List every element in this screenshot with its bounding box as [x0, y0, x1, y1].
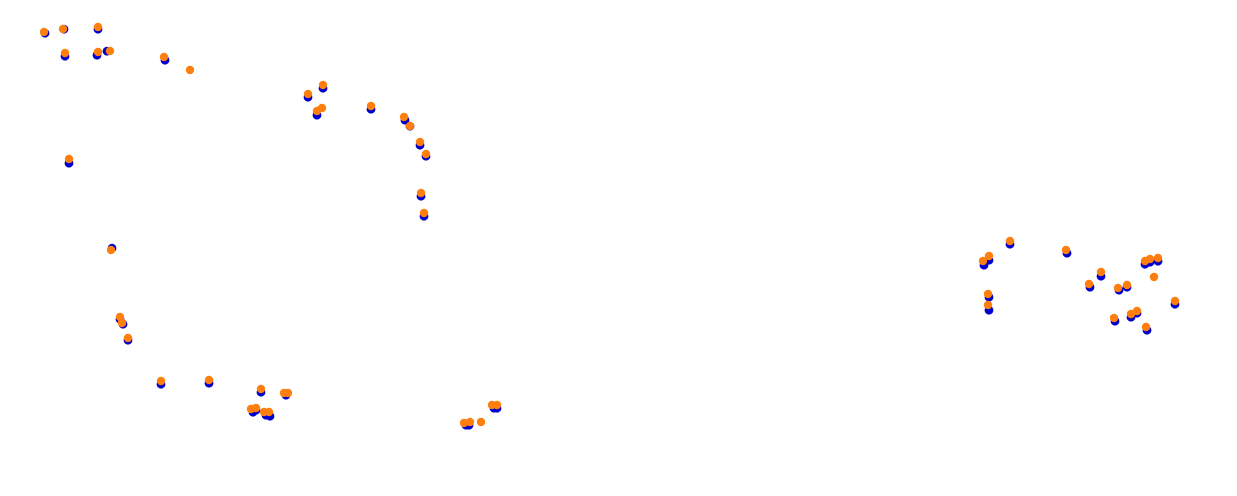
- data-point: [405, 121, 415, 131]
- data-point: [93, 47, 103, 57]
- data-point: [1061, 245, 1071, 255]
- data-point: [117, 318, 127, 328]
- data-point: [60, 48, 70, 58]
- data-point: [1132, 306, 1142, 316]
- data-point: [415, 137, 425, 147]
- data-point: [318, 80, 328, 90]
- data-point: [399, 112, 409, 122]
- data-point: [256, 384, 266, 394]
- data-point: [1145, 254, 1155, 264]
- data-point: [58, 24, 68, 34]
- data-point: [317, 103, 327, 113]
- data-point: [984, 251, 994, 261]
- data-point: [1122, 280, 1132, 290]
- data-point: [983, 289, 993, 299]
- data-point: [106, 245, 116, 255]
- data-point: [416, 188, 426, 198]
- data-point: [1170, 296, 1180, 306]
- data-point: [978, 256, 988, 266]
- data-point: [1113, 283, 1123, 293]
- data-point: [64, 154, 74, 164]
- data-point: [156, 376, 166, 386]
- data-point: [1141, 322, 1151, 332]
- data-point: [1084, 279, 1094, 289]
- data-point: [251, 403, 261, 413]
- data-point: [492, 400, 502, 410]
- series-2: [39, 22, 1180, 428]
- data-point: [476, 417, 486, 427]
- data-point: [1149, 272, 1159, 282]
- series-1: [40, 24, 1180, 430]
- data-point: [421, 149, 431, 159]
- data-point: [159, 52, 169, 62]
- data-point: [366, 101, 376, 111]
- data-point: [39, 27, 49, 37]
- data-point: [283, 388, 293, 398]
- data-point: [1096, 267, 1106, 277]
- data-point: [983, 300, 993, 310]
- data-point: [465, 417, 475, 427]
- data-point: [93, 22, 103, 32]
- series-layer: [39, 22, 1180, 430]
- data-point: [204, 375, 214, 385]
- data-point: [264, 407, 274, 417]
- data-point: [1109, 313, 1119, 323]
- data-point: [123, 333, 133, 343]
- data-point: [105, 46, 115, 56]
- data-point: [185, 65, 195, 75]
- data-point: [1005, 236, 1015, 246]
- data-point: [1153, 253, 1163, 263]
- data-point: [303, 89, 313, 99]
- data-point: [419, 208, 429, 218]
